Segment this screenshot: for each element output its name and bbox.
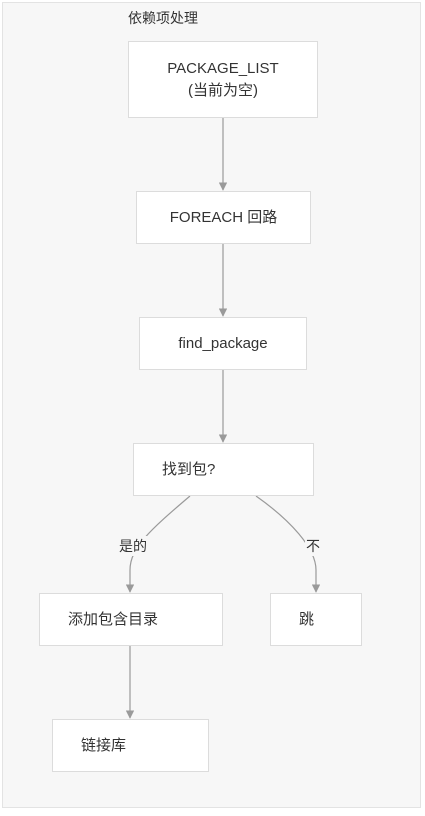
node-link-label: 链接库	[81, 736, 127, 754]
node-package-list-note: (当前为空)	[188, 81, 258, 99]
node-find-package: find_package	[139, 317, 307, 370]
node-package-list-name: PACKAGE_LIST	[167, 59, 279, 77]
node-link: 链接库	[52, 719, 209, 772]
node-found-decision: 找到包?	[133, 443, 314, 496]
node-found-label: 找到包?	[162, 460, 216, 478]
node-skip: 跳	[270, 593, 362, 646]
node-add-include: 添加包含目录	[39, 593, 223, 646]
edge-label-no: 不	[305, 536, 321, 556]
node-skip-label: 跳	[299, 610, 315, 628]
edge-label-yes: 是的	[118, 536, 148, 556]
node-find-package-label: find_package	[178, 334, 268, 352]
node-foreach: FOREACH 回路	[136, 191, 311, 244]
diagram-canvas	[2, 2, 421, 808]
node-foreach-label: FOREACH 回路	[169, 208, 278, 226]
node-package-list: PACKAGE_LIST (当前为空)	[128, 41, 318, 118]
diagram-title: 依赖项处理	[128, 10, 198, 26]
node-add-include-label: 添加包含目录	[68, 610, 159, 628]
edge-decision-no	[255, 495, 321, 593]
